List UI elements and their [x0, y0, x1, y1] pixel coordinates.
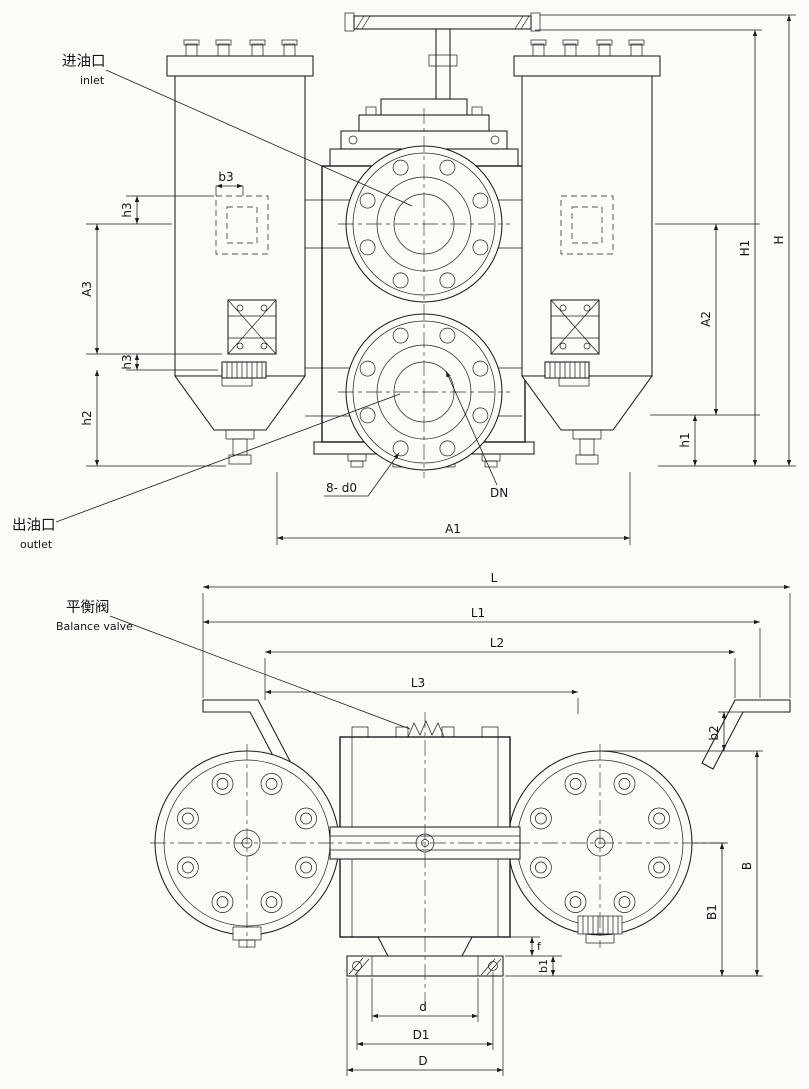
- left-drain-plug: [225, 429, 255, 465]
- dim-label-A2: A2: [699, 311, 713, 327]
- dim-label-L2: L2: [490, 636, 504, 650]
- dim-label-h3-upper: h3: [120, 202, 134, 217]
- left-flange-studs: [183, 39, 298, 57]
- inlet-label-en: inlet: [80, 74, 105, 87]
- front-callouts: 进油口 inlet 出油口 outlet: [12, 53, 413, 551]
- right-drain-plug: [572, 429, 602, 465]
- right-element-hidden: [560, 195, 614, 255]
- dim-label-L1: L1: [471, 606, 485, 620]
- left-element-hidden: [215, 195, 269, 255]
- dim-label-h2: h2: [80, 410, 94, 425]
- inlet-label-cn: 进油口: [62, 53, 106, 70]
- valve-handle: [344, 12, 541, 100]
- plan-callouts: 平衡阀 Balance valve: [56, 599, 411, 730]
- plan-view: L L1 L2 L3 b2 B B1 f b1 d D1 D: [56, 571, 791, 1076]
- dim-label-h3-lower: h3: [120, 354, 134, 369]
- dim-label-H: H: [772, 235, 786, 244]
- front-dimensions: H H1 A2 h1 h3 A3 h3 h2 b3 A1 8- d0: [80, 14, 796, 545]
- balance-valve-label-cn: 平衡阀: [66, 599, 110, 616]
- dim-label-D1: D1: [413, 1028, 430, 1042]
- dim-label-L3: L3: [411, 676, 425, 690]
- dim-label-D: D: [418, 1054, 427, 1068]
- dim-label-A3: A3: [80, 281, 94, 297]
- plan-dimensions: L L1 L2 L3 b2 B B1 f b1 d D1 D: [202, 571, 791, 1076]
- front-centerlines: [338, 108, 510, 478]
- dim-label-b3: b3: [218, 170, 233, 184]
- dim-label-B: B: [740, 862, 754, 870]
- right-flange-studs: [530, 39, 645, 57]
- dim-label-b1: b1: [537, 959, 550, 973]
- plan-centerlines: [150, 712, 730, 1008]
- dim-label-h1: h1: [678, 432, 692, 447]
- right-filter-housing: [513, 39, 661, 465]
- dim-label-L: L: [491, 571, 498, 585]
- dim-label-d: d: [419, 1000, 427, 1014]
- callout-bolt-pattern: 8- d0: [326, 481, 357, 495]
- port-passages: [305, 199, 522, 417]
- outlet-label-cn: 出油口: [12, 517, 56, 534]
- callout-dn: DN: [490, 486, 508, 500]
- dim-label-B1: B1: [705, 904, 719, 920]
- dim-label-H1: H1: [738, 240, 752, 257]
- balance-valve-handle: [407, 720, 445, 738]
- right-bracket: [701, 699, 791, 770]
- dim-label-A1: A1: [445, 522, 461, 536]
- left-filter-housing: [166, 39, 314, 465]
- dim-label-f: f: [537, 940, 542, 953]
- balance-valve-label-en: Balance valve: [56, 620, 133, 633]
- outlet-label-en: outlet: [20, 538, 53, 551]
- right-side-valve: [544, 299, 600, 387]
- dim-label-b2: b2: [707, 725, 721, 740]
- front-view: H H1 A2 h1 h3 A3 h3 h2 b3 A1 8- d0: [12, 12, 796, 551]
- left-side-valve: [221, 299, 277, 387]
